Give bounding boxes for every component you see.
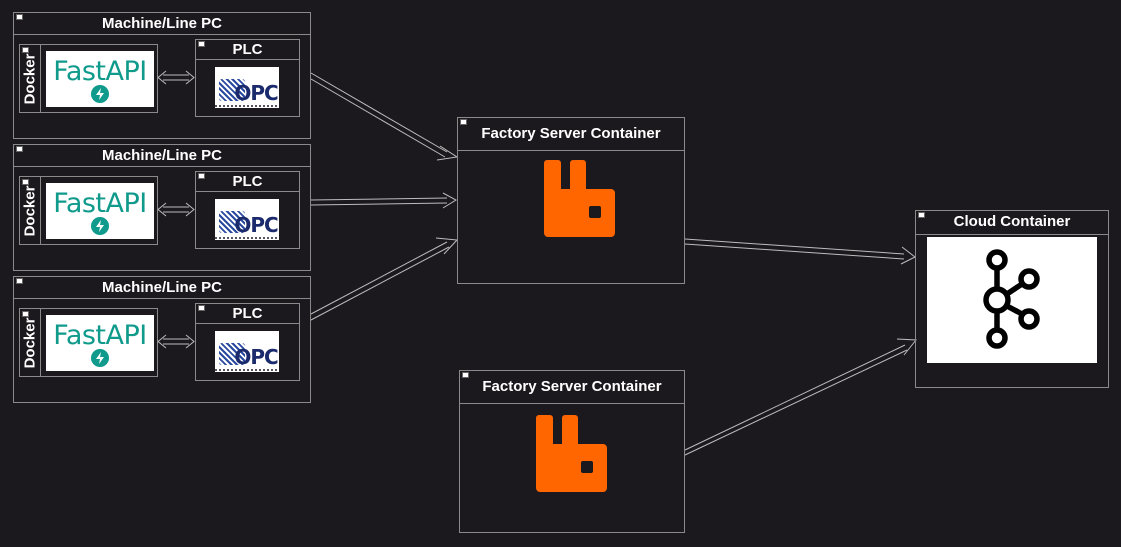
fastapi-logo: FastAPI xyxy=(46,183,154,239)
opc-logo: OPC xyxy=(215,199,279,240)
factory-server-1: Factory Server Container xyxy=(457,117,685,284)
collapse-icon[interactable] xyxy=(22,311,29,317)
collapse-icon[interactable] xyxy=(460,119,467,125)
collapse-icon[interactable] xyxy=(918,212,925,218)
rabbitmq-icon xyxy=(544,160,615,237)
opc-logo: OPC xyxy=(215,67,279,108)
factory-server-title: Factory Server Container xyxy=(458,118,684,151)
factory-server-2: Factory Server Container xyxy=(459,370,685,533)
docker-container: Docker FastAPI xyxy=(19,176,158,245)
cloud-title: Cloud Container xyxy=(916,211,1108,235)
collapse-icon[interactable] xyxy=(16,14,23,20)
collapse-icon[interactable] xyxy=(22,47,29,53)
connector-pc2-to-factory1 xyxy=(310,192,458,209)
bolt-icon xyxy=(91,217,109,235)
fastapi-wordmark: FastAPI xyxy=(53,320,147,351)
globe-icon xyxy=(219,79,245,101)
docker-container: Docker FastAPI xyxy=(19,44,158,113)
connector-docker-plc-2 xyxy=(157,202,195,217)
collapse-icon[interactable] xyxy=(16,278,23,284)
docker-container: Docker FastAPI xyxy=(19,308,158,377)
connector-pc3-to-factory1 xyxy=(310,237,459,321)
connector-factory2-to-cloud xyxy=(684,338,917,456)
globe-icon xyxy=(219,211,245,233)
connector-docker-plc-3 xyxy=(157,334,195,349)
machine-pc-title: Machine/Line PC xyxy=(14,145,310,167)
kafka-logo xyxy=(927,237,1097,363)
plc-title: PLC xyxy=(196,40,299,60)
collapse-icon[interactable] xyxy=(22,179,29,185)
plc-title: PLC xyxy=(196,172,299,192)
collapse-icon[interactable] xyxy=(462,372,469,378)
fastapi-wordmark: FastAPI xyxy=(53,56,147,87)
machine-pc-title: Machine/Line PC xyxy=(14,13,310,35)
bolt-icon xyxy=(91,349,109,367)
machine-pc-1: Machine/Line PC Docker FastAPI PLC OPC xyxy=(13,12,311,139)
machine-pc-2: Machine/Line PC Docker FastAPI PLC OPC xyxy=(13,144,311,271)
docker-label: Docker xyxy=(21,53,39,104)
globe-icon xyxy=(219,343,245,365)
docker-label: Docker xyxy=(21,317,39,368)
connector-pc1-to-factory1 xyxy=(310,72,459,161)
opc-logo: OPC xyxy=(215,331,279,372)
plc-box: PLC OPC xyxy=(195,303,300,381)
bolt-icon xyxy=(91,85,109,103)
fastapi-wordmark: FastAPI xyxy=(53,188,147,219)
opc-wordmark: OPC xyxy=(234,345,278,369)
kafka-icon xyxy=(983,249,1040,349)
collapse-icon[interactable] xyxy=(198,173,205,179)
cloud-container: Cloud Container xyxy=(915,210,1109,388)
collapse-icon[interactable] xyxy=(198,305,205,311)
collapse-icon[interactable] xyxy=(16,146,23,152)
fastapi-logo: FastAPI xyxy=(46,315,154,371)
plc-box: PLC OPC xyxy=(195,171,300,249)
factory-server-title: Factory Server Container xyxy=(460,371,684,404)
opc-wordmark: OPC xyxy=(234,213,278,237)
docker-label: Docker xyxy=(21,185,39,236)
machine-pc-title: Machine/Line PC xyxy=(14,277,310,299)
fastapi-logo: FastAPI xyxy=(46,51,154,107)
collapse-icon[interactable] xyxy=(198,41,205,47)
connector-factory1-to-cloud xyxy=(684,238,916,265)
plc-box: PLC OPC xyxy=(195,39,300,117)
rabbitmq-icon xyxy=(536,415,607,492)
opc-wordmark: OPC xyxy=(234,81,278,105)
plc-title: PLC xyxy=(196,304,299,324)
machine-pc-3: Machine/Line PC Docker FastAPI PLC OPC xyxy=(13,276,311,403)
connector-docker-plc-1 xyxy=(157,70,195,85)
